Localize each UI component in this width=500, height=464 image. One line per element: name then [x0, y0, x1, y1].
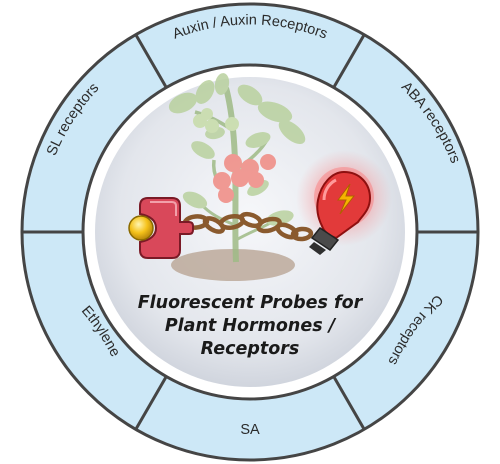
center-title-line: Fluorescent Probes for	[137, 293, 363, 313]
receptor-icon	[139, 197, 194, 259]
center-title: Fluorescent Probes for Plant Hormones / …	[110, 292, 390, 361]
segment-label-sa: SA	[240, 422, 260, 438]
ligand-ball-icon	[128, 215, 154, 241]
lightning-icon	[337, 183, 356, 215]
center-title-line: Plant Hormones /	[164, 316, 336, 336]
segment-dividers	[22, 34, 478, 430]
chain-linker-icon	[182, 211, 314, 242]
center-title-line: Receptors	[200, 339, 300, 359]
tomato-plant-icon	[168, 73, 306, 263]
soil-icon	[171, 249, 295, 281]
